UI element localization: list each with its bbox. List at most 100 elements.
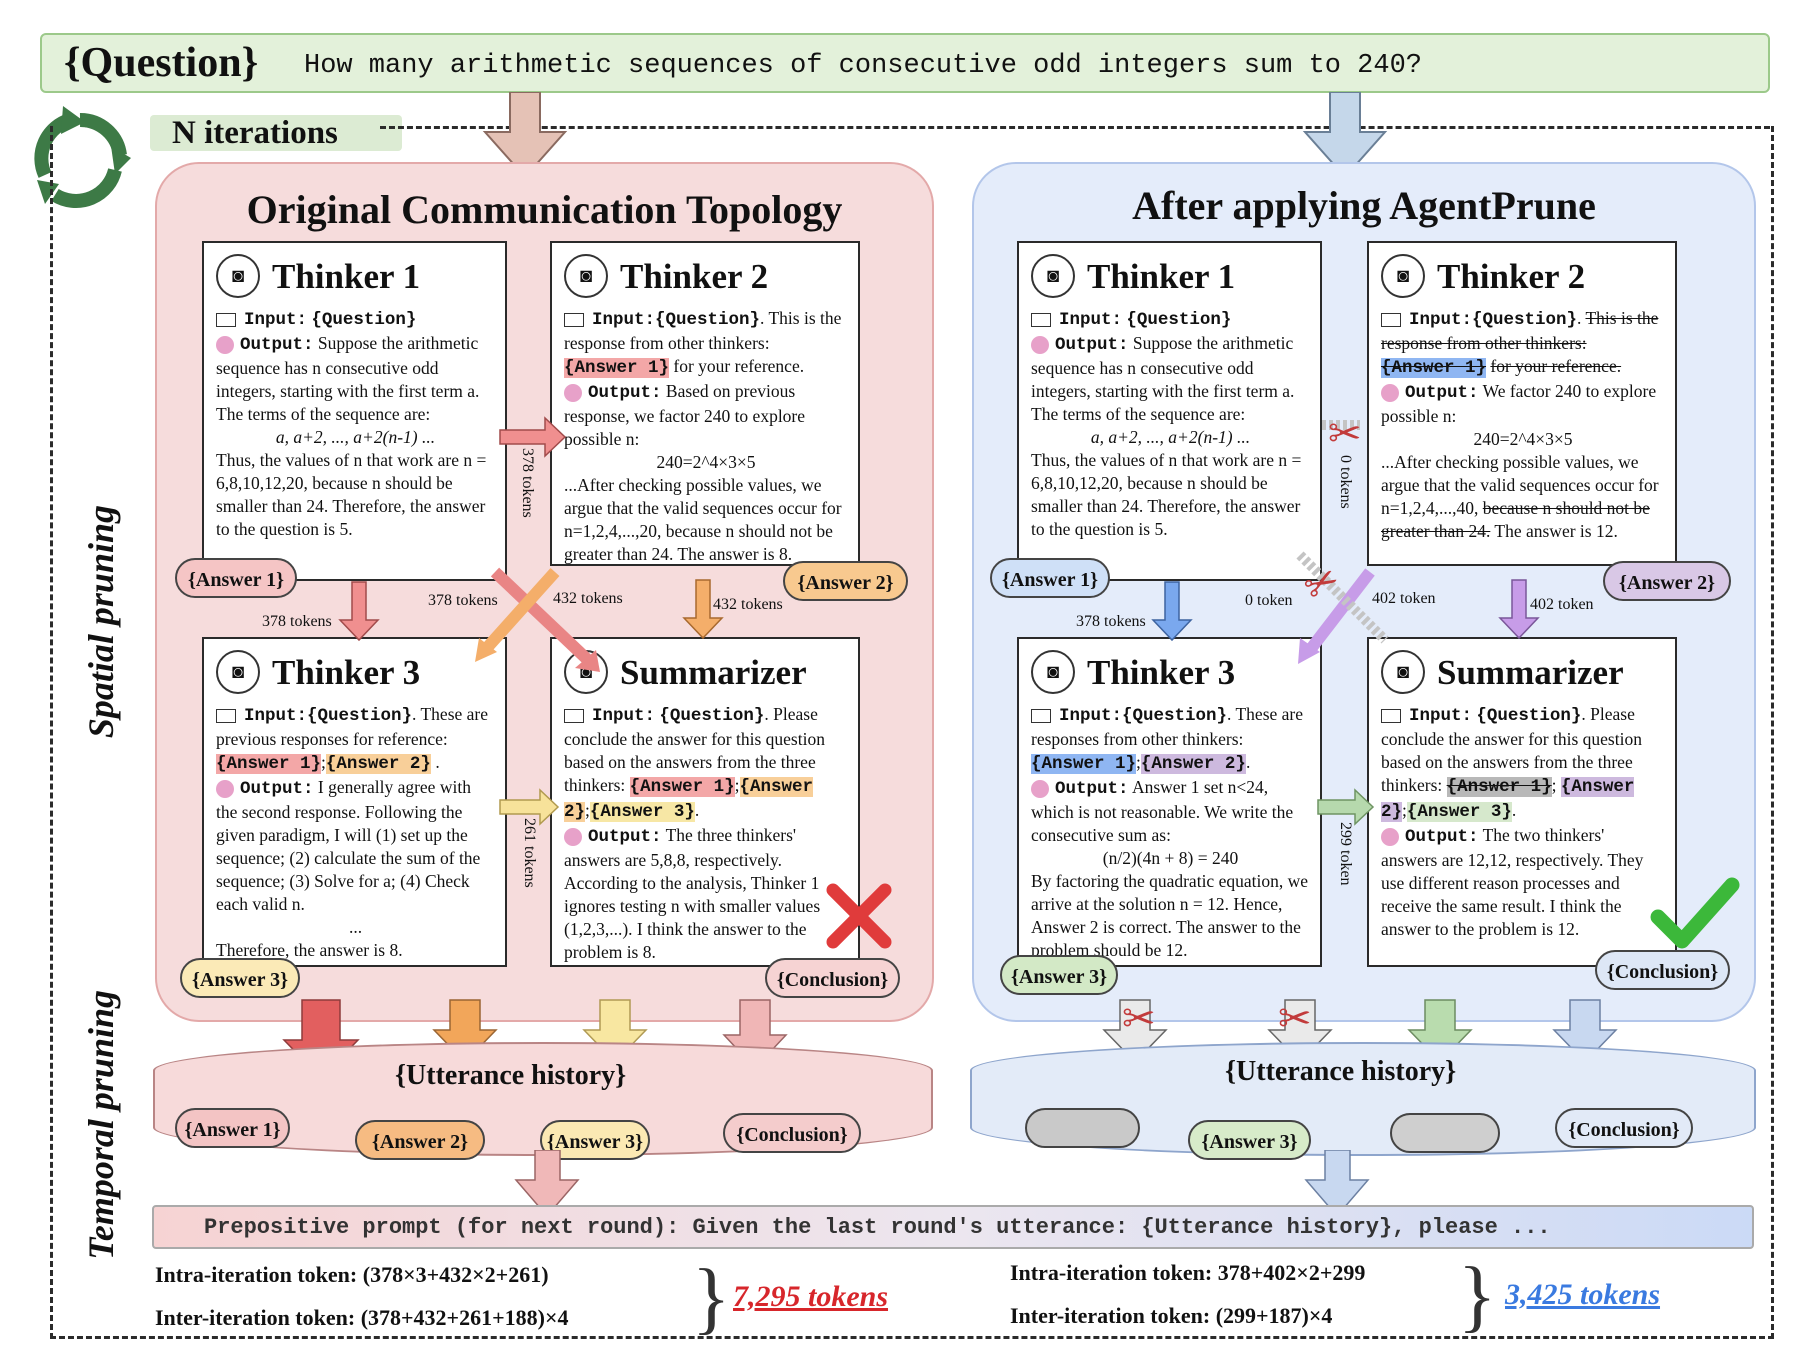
robot-avatar-icon: ◙	[1381, 254, 1425, 298]
output-text: Suppose the arithmetic sequence has n co…	[1031, 333, 1295, 424]
output-text-2: ...After checking possible values, we ar…	[1381, 452, 1659, 518]
history-answer3-left: {Answer 3}	[540, 1120, 650, 1160]
intra-token-right: Intra-iteration token: 378+402×2+299	[1010, 1260, 1366, 1285]
prompt-text: Prepositive prompt (for next round): Giv…	[204, 1215, 1551, 1240]
output-label: Output:	[588, 827, 662, 847]
answer1-ref-pruned: {Answer 1}	[1381, 358, 1487, 378]
input-icon	[1031, 312, 1051, 327]
card-title: Summarizer	[1437, 652, 1624, 692]
card-title: Thinker 2	[620, 256, 769, 296]
thinker1-card-left: ◙Thinker 1 Input: {Question} Output: Sup…	[202, 241, 507, 581]
arrow-down-right	[1302, 92, 1388, 179]
summarizer-card-left: ◙Summarizer Input: {Question}. Please co…	[550, 637, 860, 967]
summarizer-card-right: ◙Summarizer Input: {Question}. Please co…	[1367, 637, 1677, 967]
person-icon	[564, 827, 582, 846]
answer1-ref: {Answer 1}	[216, 754, 322, 774]
question-bar: {Question} How many arithmetic sequences…	[40, 33, 1770, 93]
answer3-ref: {Answer 3}	[589, 802, 695, 822]
input-icon	[564, 708, 584, 723]
person-icon	[1031, 779, 1049, 798]
history-answer2-pruned	[1390, 1113, 1500, 1153]
input-label: Input:	[592, 310, 656, 330]
input-label: Input:	[1409, 310, 1473, 330]
answer1-ref: {Answer 1}	[629, 777, 735, 797]
total-tokens-right: 3,425 tokens	[1505, 1278, 1661, 1311]
input-label: Input:	[1409, 706, 1473, 726]
history-answer1-pruned	[1025, 1108, 1140, 1148]
input-text: . These are previous responses for refer…	[216, 704, 489, 749]
thinker2-card-right: ◙Thinker 2 Input:{Question}. This is the…	[1367, 241, 1677, 566]
ref-tail-pruned: for your reference.	[1490, 356, 1622, 376]
output-label: Output:	[240, 779, 314, 799]
card-title: Summarizer	[620, 652, 807, 692]
answer1-pill-left: {Answer 1}	[175, 558, 297, 598]
history-title-right: {Utterance history}	[1225, 1056, 1457, 1087]
input-value: {Question}	[659, 706, 765, 726]
input-value: {Question}	[1122, 706, 1228, 726]
person-icon	[1031, 335, 1049, 354]
history-answer2-left: {Answer 2}	[355, 1120, 485, 1160]
output-label: Output:	[1405, 827, 1479, 847]
token-t2-sum-left: 432 tokens	[713, 596, 783, 613]
thinker3-card-right: ◙Thinker 3 Input:{Question}. These are r…	[1017, 637, 1322, 967]
input-label: Input:	[244, 310, 308, 330]
iteration-boundary-top	[380, 126, 1770, 129]
input-text: . Please conclude the answer for this qu…	[1381, 704, 1642, 795]
input-label: Input:	[1059, 310, 1123, 330]
sequence-formula: a, a+2, ..., a+2(n-1) ...	[275, 427, 436, 447]
prepositive-prompt-bar: Prepositive prompt (for next round): Giv…	[152, 1205, 1754, 1249]
factorization: 240=2^4×3×5	[656, 452, 756, 472]
scissors-icon: ✂	[1278, 996, 1312, 1041]
token-t1-sum-right: 0 token	[1245, 592, 1293, 609]
input-text: . This is the response from other thinke…	[564, 308, 842, 353]
robot-avatar-icon: ◙	[1381, 650, 1425, 694]
input-icon	[564, 312, 584, 327]
cross-mark-icon	[826, 883, 892, 949]
history-answer3-right: {Answer 3}	[1188, 1120, 1311, 1160]
answer2-pill-left: {Answer 2}	[783, 561, 908, 601]
person-icon	[1381, 383, 1399, 402]
answer2-ref: {Answer 2}	[325, 754, 431, 774]
sequence-formula: a, a+2, ..., a+2(n-1) ...	[1090, 427, 1251, 447]
answer1-ref-pruned: {Answer 1}	[1446, 777, 1552, 797]
question-tag: {Question}	[64, 40, 259, 86]
output-text: Based on previous response, we factor 24…	[564, 381, 806, 449]
input-label: Input:	[592, 706, 656, 726]
output-conclusion: ...After checking possible values, we ar…	[564, 475, 842, 564]
answer2-pill-right: {Answer 2}	[1603, 561, 1731, 601]
brace-left: }	[692, 1254, 731, 1342]
iterations-label: N iterations	[150, 115, 402, 151]
card-title: Thinker 3	[1087, 652, 1236, 692]
history-answer1-left: {Answer 1}	[175, 1108, 290, 1148]
input-icon	[1381, 312, 1401, 327]
iteration-boundary	[50, 126, 1774, 1339]
person-icon	[216, 779, 234, 798]
history-conclusion-left: {Conclusion}	[723, 1113, 861, 1153]
answer3-ref: {Answer 3}	[1406, 802, 1512, 822]
input-label: Input:	[1059, 706, 1123, 726]
input-icon	[216, 708, 236, 723]
token-t3-sum-right: 299 token	[1337, 822, 1354, 886]
conclusion-pill-left: {Conclusion}	[765, 958, 900, 998]
input-text: . These are responses from other thinker…	[1031, 704, 1304, 749]
token-t1-t3-left: 378 tokens	[262, 613, 332, 630]
output-text: The three thinkers' answers are 5,8,8, r…	[564, 825, 821, 962]
input-label: Input:	[244, 706, 308, 726]
card-title: Thinker 1	[272, 256, 421, 296]
output-conclusion: Thus, the values of n that work are n = …	[1031, 450, 1302, 539]
inter-token-right: Inter-iteration token: (299+187)×4	[1010, 1303, 1333, 1328]
token-t1-t2-right: 0 tokens	[1337, 455, 1354, 509]
robot-avatar-icon: ◙	[564, 650, 608, 694]
arrow-to-prompt-right	[1304, 1150, 1370, 1218]
robot-avatar-icon: ◙	[1031, 254, 1075, 298]
arrow-down-left	[482, 92, 568, 179]
conclusion-pill-right: {Conclusion}	[1595, 950, 1730, 990]
output-label: Output:	[588, 383, 662, 403]
recycle-arrows-icon	[34, 106, 131, 208]
answer3-pill-left: {Answer 3}	[180, 958, 300, 998]
answer3-pill-right: {Answer 3}	[1000, 955, 1118, 995]
intra-token-left: Intra-iteration token: (378×3+432×2+261)	[155, 1262, 549, 1287]
input-value: {Question}	[1472, 310, 1578, 330]
person-icon	[216, 335, 234, 354]
output-label: Output:	[240, 335, 314, 355]
